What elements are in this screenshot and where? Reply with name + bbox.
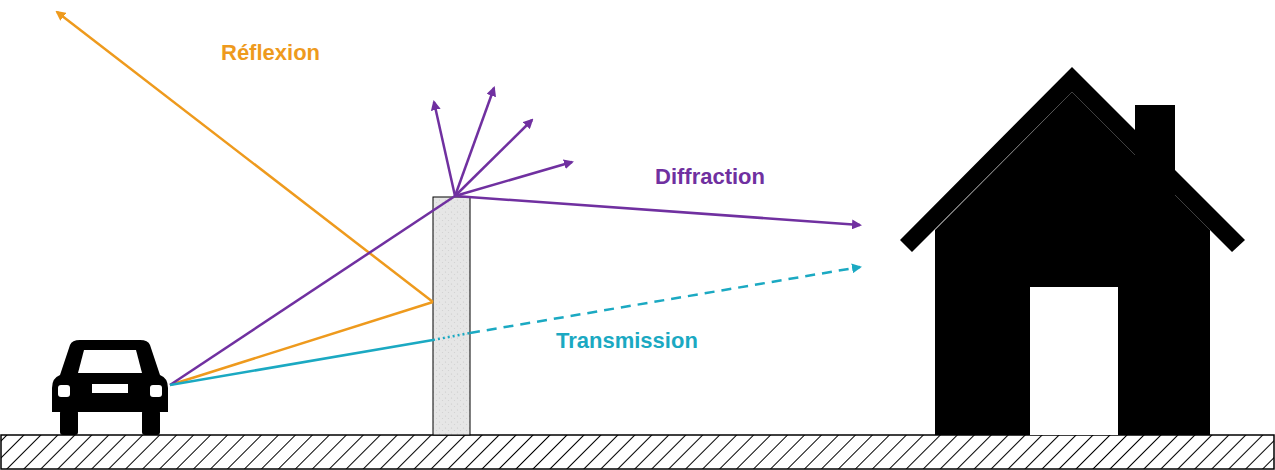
house — [900, 67, 1245, 435]
car — [52, 340, 168, 435]
diffraction-label: Diffraction — [652, 164, 768, 189]
reflexion-ray — [57, 12, 433, 385]
wall — [433, 197, 470, 435]
transmission-ray — [170, 267, 860, 385]
diffraction-rays — [170, 88, 860, 385]
transmission-label: Transmission — [553, 328, 701, 353]
reflexion-label: Réflexion — [218, 40, 323, 65]
ground — [1, 435, 1274, 469]
